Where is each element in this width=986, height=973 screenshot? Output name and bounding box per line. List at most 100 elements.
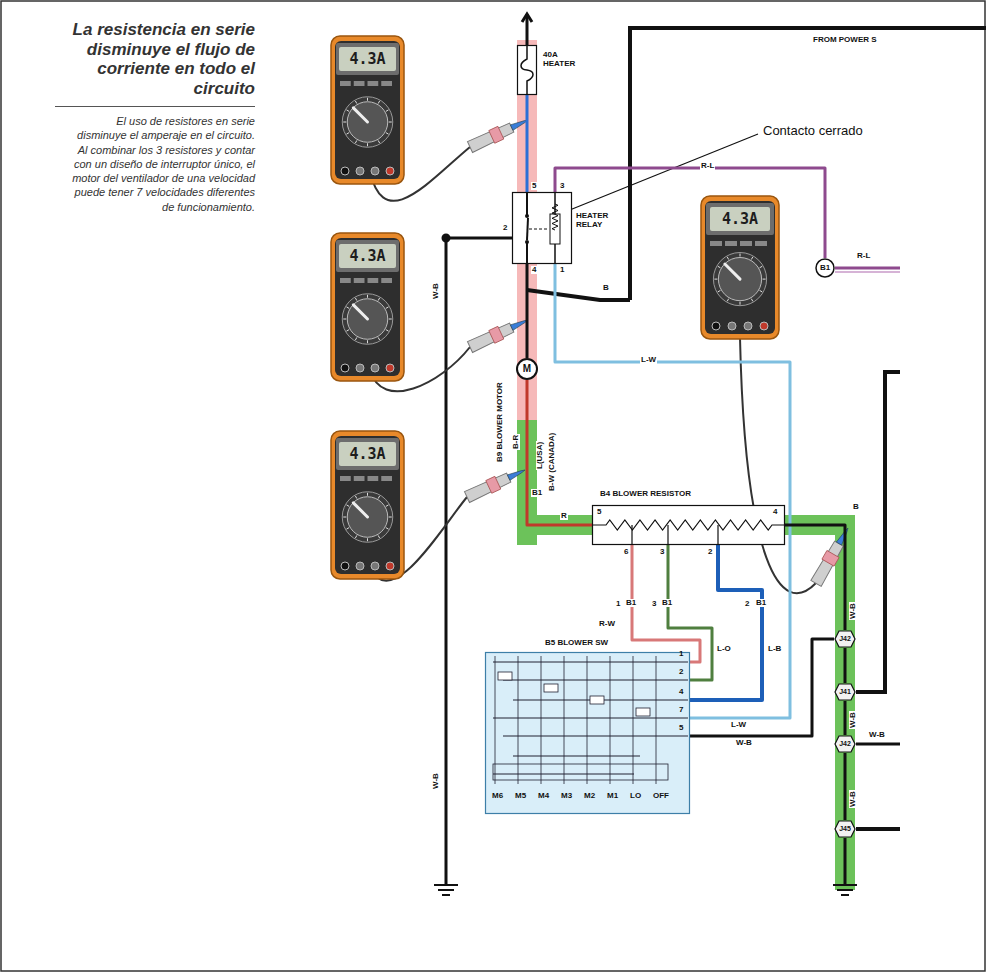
multimeter-outline <box>705 201 775 334</box>
multimeter-outline <box>336 438 399 470</box>
pin-label: 4 <box>678 688 684 696</box>
multimeter-outline <box>335 238 400 376</box>
pin-label: 6 <box>623 548 629 556</box>
junction-hexagon: J45 <box>834 820 856 838</box>
junction-hexagon: J42 <box>834 735 856 753</box>
pin-label: 4 <box>772 508 778 516</box>
test-probe <box>467 114 531 154</box>
switch-position: OFF <box>652 792 670 800</box>
switch-box-outline <box>541 656 542 784</box>
multimeter-outline <box>367 143 368 146</box>
multimeter-outline <box>378 298 380 301</box>
multimeter-outline <box>353 503 367 517</box>
relay-box-outline <box>525 240 529 244</box>
pin-label: 3 <box>659 548 665 556</box>
fuse-box-outline <box>521 45 533 95</box>
node-label: B5 BLOWER SW <box>545 639 608 648</box>
junction-hexagon-outline <box>835 736 855 752</box>
multimeter-outline <box>346 133 349 135</box>
switch-box-outline <box>493 662 688 663</box>
multimeter-outline <box>701 196 779 339</box>
node-label: J41 <box>834 683 856 701</box>
multimeter-outline <box>346 528 349 530</box>
multimeter-outline <box>331 36 404 184</box>
resistor-box-outline <box>592 520 785 530</box>
switch-box-outline <box>513 756 640 757</box>
wire-code: L-O <box>716 645 732 653</box>
switch-box-outline <box>656 656 657 784</box>
node-label: M <box>516 358 538 380</box>
switch-position: M2 <box>583 792 596 800</box>
switch-box-outline <box>610 656 611 784</box>
multimeter-outline <box>718 266 721 268</box>
node-label: B9 BLOWER MOTOR <box>496 382 505 462</box>
multimeter-outline <box>725 241 737 246</box>
switch-box-outline <box>587 656 588 784</box>
multimeter-outline <box>346 505 349 507</box>
switch-box-outline <box>503 736 688 737</box>
multimeter-outline <box>353 305 367 319</box>
meter-reading: 4.3A <box>710 207 770 231</box>
multimeter-outline <box>368 278 379 283</box>
pin-label: B1 <box>661 599 673 607</box>
wire-connector <box>632 545 700 662</box>
wire-connector <box>526 264 529 358</box>
pin-label: W-B <box>849 602 857 620</box>
multimeter-outline <box>354 81 365 86</box>
switch-box-outline <box>564 656 565 784</box>
relay-box-outline <box>513 193 572 264</box>
node-label: 40A HEATER <box>543 51 585 69</box>
multimeter: 4.3A <box>330 35 405 185</box>
wire <box>856 372 900 692</box>
multimeter-outline <box>343 122 346 123</box>
test-probe <box>467 314 531 354</box>
pin-label: 5 <box>596 508 602 516</box>
multimeter-outline <box>371 167 379 175</box>
multimeter-outline <box>356 562 364 570</box>
multimeter-outline <box>368 81 379 86</box>
pin-label: 3 <box>559 182 565 190</box>
wire-connector <box>526 95 529 192</box>
switch-box-outline <box>636 708 650 716</box>
switch-box-outline <box>518 656 519 784</box>
pin-label: B1 <box>531 489 543 497</box>
meter-reading: 4.3A <box>339 47 396 71</box>
node-label: J42 <box>834 735 856 753</box>
resistor-box-outline <box>592 505 785 545</box>
ground-symbol <box>434 885 458 895</box>
test-probe <box>464 464 528 504</box>
resistor-box: B4 BLOWER RESISTOR <box>592 505 785 545</box>
title-rule <box>55 106 255 107</box>
multimeter-outline <box>718 258 761 301</box>
node-label: B4 BLOWER RESISTOR <box>600 490 691 499</box>
switch-position: M1 <box>606 792 619 800</box>
callout-text: Contacto cerrado <box>762 124 864 138</box>
pin-label: 5 <box>531 182 537 190</box>
multimeter-outline <box>346 330 349 332</box>
wire <box>856 827 900 831</box>
pin-label: 3 <box>651 600 657 608</box>
multimeter-outline <box>386 364 394 372</box>
switch-box-outline <box>590 696 604 704</box>
node-label: J42 <box>834 630 856 648</box>
multimeter-outline <box>386 528 389 530</box>
multimeter-outline <box>755 241 767 246</box>
meter-reading: 4.3A <box>339 442 396 466</box>
junction-hexagon: J41 <box>834 683 856 701</box>
multimeter-outline <box>763 279 766 280</box>
junction-hexagon-outline <box>835 821 855 837</box>
pin-label: 4 <box>531 266 537 274</box>
pin-label: 2 <box>707 548 713 556</box>
wire <box>443 235 449 241</box>
meter-reading: 4.3A <box>339 244 396 268</box>
fuse-box-outline <box>518 46 537 95</box>
multimeter-outline <box>389 122 392 123</box>
multimeter-outline <box>341 562 349 570</box>
test-probe <box>464 114 854 587</box>
multimeter-outline <box>341 364 349 372</box>
pin-label: W-B <box>849 711 857 729</box>
multimeter-outline <box>760 322 768 330</box>
multimeter-outline <box>356 364 364 372</box>
multimeter-outline <box>355 298 357 301</box>
